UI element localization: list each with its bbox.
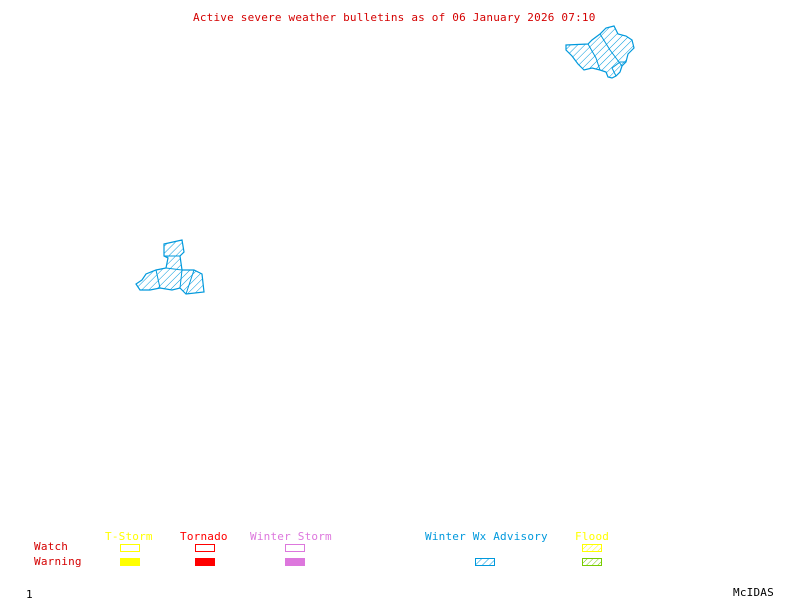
- advisory-area-west[interactable]: [135, 239, 205, 295]
- flood-warning-swatch: [582, 558, 602, 566]
- winter-wx-advisory-swatch: [475, 558, 495, 566]
- advisory-polygon: [565, 25, 635, 79]
- tstorm-warning-swatch: [120, 558, 140, 566]
- winter-storm-warning-swatch: [285, 558, 305, 566]
- advisory-area-northeast[interactable]: [565, 25, 635, 79]
- tornado-warning-swatch: [195, 558, 215, 566]
- tstorm-watch-swatch: [120, 544, 140, 552]
- advisory-polygon: [135, 239, 205, 295]
- legend-label-tornado: Tornado: [180, 530, 228, 543]
- legend-row-warning: Warning: [34, 555, 82, 568]
- legend-label-tstorm: T-Storm: [105, 530, 153, 543]
- legend-label-flood: Flood: [575, 530, 610, 543]
- legend-row-watch: Watch: [34, 540, 69, 553]
- legend-label-winter-storm: Winter Storm: [250, 530, 332, 543]
- legend-label-winter-wx-advisory: Winter Wx Advisory: [425, 530, 548, 543]
- brand-label: McIDAS: [733, 586, 774, 599]
- winter-storm-watch-swatch: [285, 544, 305, 552]
- tornado-watch-swatch: [195, 544, 215, 552]
- frame-number: 1: [26, 588, 33, 601]
- flood-watch-swatch: [582, 544, 602, 552]
- page-title: Active severe weather bulletins as of 06…: [193, 11, 596, 24]
